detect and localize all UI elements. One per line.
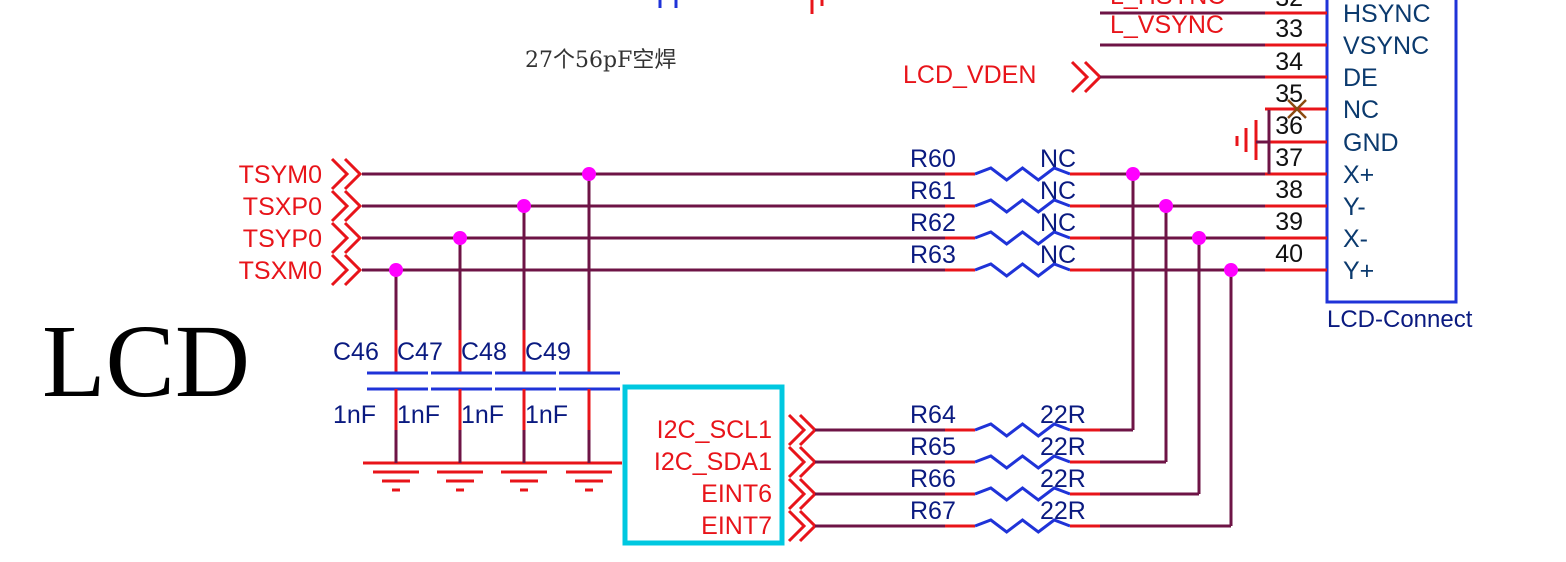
resistor-ref: R65	[910, 433, 956, 461]
pin-name: Y+	[1343, 257, 1374, 285]
resistor-symbol	[974, 422, 1071, 438]
net-label-l-hsync: L_HSYNC	[1110, 0, 1225, 10]
pin-name: HSYNC	[1343, 0, 1431, 28]
pin-number: 33	[1275, 15, 1303, 43]
capacitor-ref: C46	[333, 338, 379, 366]
net-port-icon	[787, 445, 807, 479]
resistor-symbol	[974, 262, 1071, 278]
pin-number: 40	[1275, 240, 1303, 268]
net-port-icon	[787, 477, 807, 511]
resistor-value: 22R	[1040, 465, 1086, 493]
net-port-icon	[330, 157, 350, 191]
pin-name: X+	[1343, 161, 1374, 189]
resistor-symbol	[974, 166, 1071, 182]
net-port-icon	[787, 509, 807, 543]
net-port-icon	[787, 413, 807, 447]
pin-number: 34	[1275, 48, 1303, 76]
connector-name: LCD-Connect	[1327, 306, 1473, 333]
net-label: TSYP0	[243, 225, 322, 253]
net-label: TSXM0	[239, 257, 322, 285]
net-label: EINT7	[701, 512, 772, 540]
pin-name: DE	[1343, 64, 1378, 92]
resistor-value: 22R	[1040, 433, 1086, 461]
resistor-symbol	[974, 230, 1071, 246]
capacitor-value: 1nF	[333, 401, 376, 429]
capacitor-value: 1nF	[461, 401, 504, 429]
junction-dot	[517, 199, 531, 213]
capacitor-ref: C48	[461, 338, 507, 366]
resistor-value: NC	[1040, 241, 1076, 269]
net-port-icon	[330, 189, 350, 223]
pin-name: VSYNC	[1343, 32, 1429, 60]
net-label-lcd-vden: LCD_VDEN	[903, 61, 1036, 89]
pin-number: 35	[1275, 80, 1303, 108]
capacitor-ref: C49	[525, 338, 571, 366]
resistor-ref: R60	[910, 145, 956, 173]
net-port-icon	[330, 253, 350, 287]
resistor-ref: R63	[910, 241, 956, 269]
no-connect-marker	[1287, 99, 1307, 119]
resistor-symbol	[974, 454, 1071, 470]
pin-number: 39	[1275, 208, 1303, 236]
schematic-title: LCD	[42, 304, 250, 419]
highlight-box	[622, 384, 785, 546]
net-port-icon	[343, 253, 363, 287]
capacitor-ref: C47	[397, 338, 443, 366]
junction-dot	[389, 263, 403, 277]
junction-dot	[1126, 167, 1140, 181]
junction-dot	[582, 167, 596, 181]
resistor-ref: R66	[910, 465, 956, 493]
net-port-icon	[343, 221, 363, 255]
note-text: 27个56pF空焊	[525, 48, 676, 73]
pin-number: 32	[1275, 0, 1303, 12]
resistor-ref: R67	[910, 497, 956, 525]
net-label: TSYM0	[239, 161, 322, 189]
capacitor-value: 1nF	[397, 401, 440, 429]
net-label: I2C_SDA1	[654, 448, 772, 476]
junction-dot	[453, 231, 467, 245]
net-port-icon	[330, 221, 350, 255]
resistor-value: NC	[1040, 209, 1076, 237]
resistor-symbol	[974, 198, 1071, 214]
pin-number: 38	[1275, 176, 1303, 204]
resistor-value: NC	[1040, 177, 1076, 205]
net-label: EINT6	[701, 480, 772, 508]
top-fragments	[658, 0, 824, 14]
pin-name: X-	[1343, 225, 1368, 253]
connector-body	[1325, 0, 1458, 304]
resistor-ref: R61	[910, 177, 956, 205]
resistor-ref: R64	[910, 401, 956, 429]
junction-dot	[1192, 231, 1206, 245]
junction-dot	[1159, 199, 1173, 213]
resistor-ref: R62	[910, 209, 956, 237]
pin-name: GND	[1343, 129, 1399, 157]
pin-name: NC	[1343, 96, 1379, 124]
net-port-icon	[343, 157, 363, 191]
capacitor-value: 1nF	[525, 401, 568, 429]
resistor-value: 22R	[1040, 497, 1086, 525]
pin-number: 37	[1275, 144, 1303, 172]
net-port-icon	[343, 189, 363, 223]
resistor-value: NC	[1040, 145, 1076, 173]
resistor-value: 22R	[1040, 401, 1086, 429]
net-label: TSXP0	[243, 193, 322, 221]
net-label: I2C_SCL1	[657, 416, 772, 444]
ground-symbol-pin36	[1235, 110, 1271, 174]
resistor-symbol	[974, 486, 1071, 502]
junction-dot	[1224, 263, 1238, 277]
pin-name: Y-	[1343, 193, 1366, 221]
resistor-symbol	[974, 518, 1071, 534]
net-label-l-vsync: L_VSYNC	[1110, 11, 1224, 39]
